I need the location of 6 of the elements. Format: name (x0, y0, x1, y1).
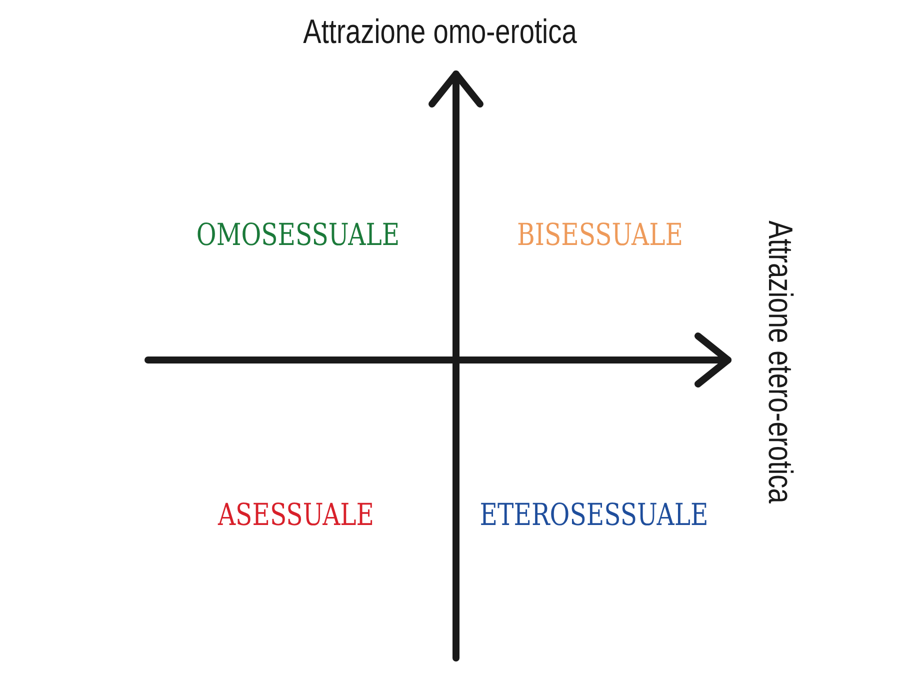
axis-title: Attrazione omo-erotica (303, 15, 577, 49)
quadrant-label: ETEROSESSUALE (480, 500, 708, 532)
axis-title: Attrazione etero-erotica (763, 220, 797, 504)
quadrant-label: BISESSUALE (517, 220, 683, 252)
quadrant-label: ASESSUALE (218, 500, 374, 532)
quadrant-label: OMOSESSUALE (196, 220, 400, 252)
